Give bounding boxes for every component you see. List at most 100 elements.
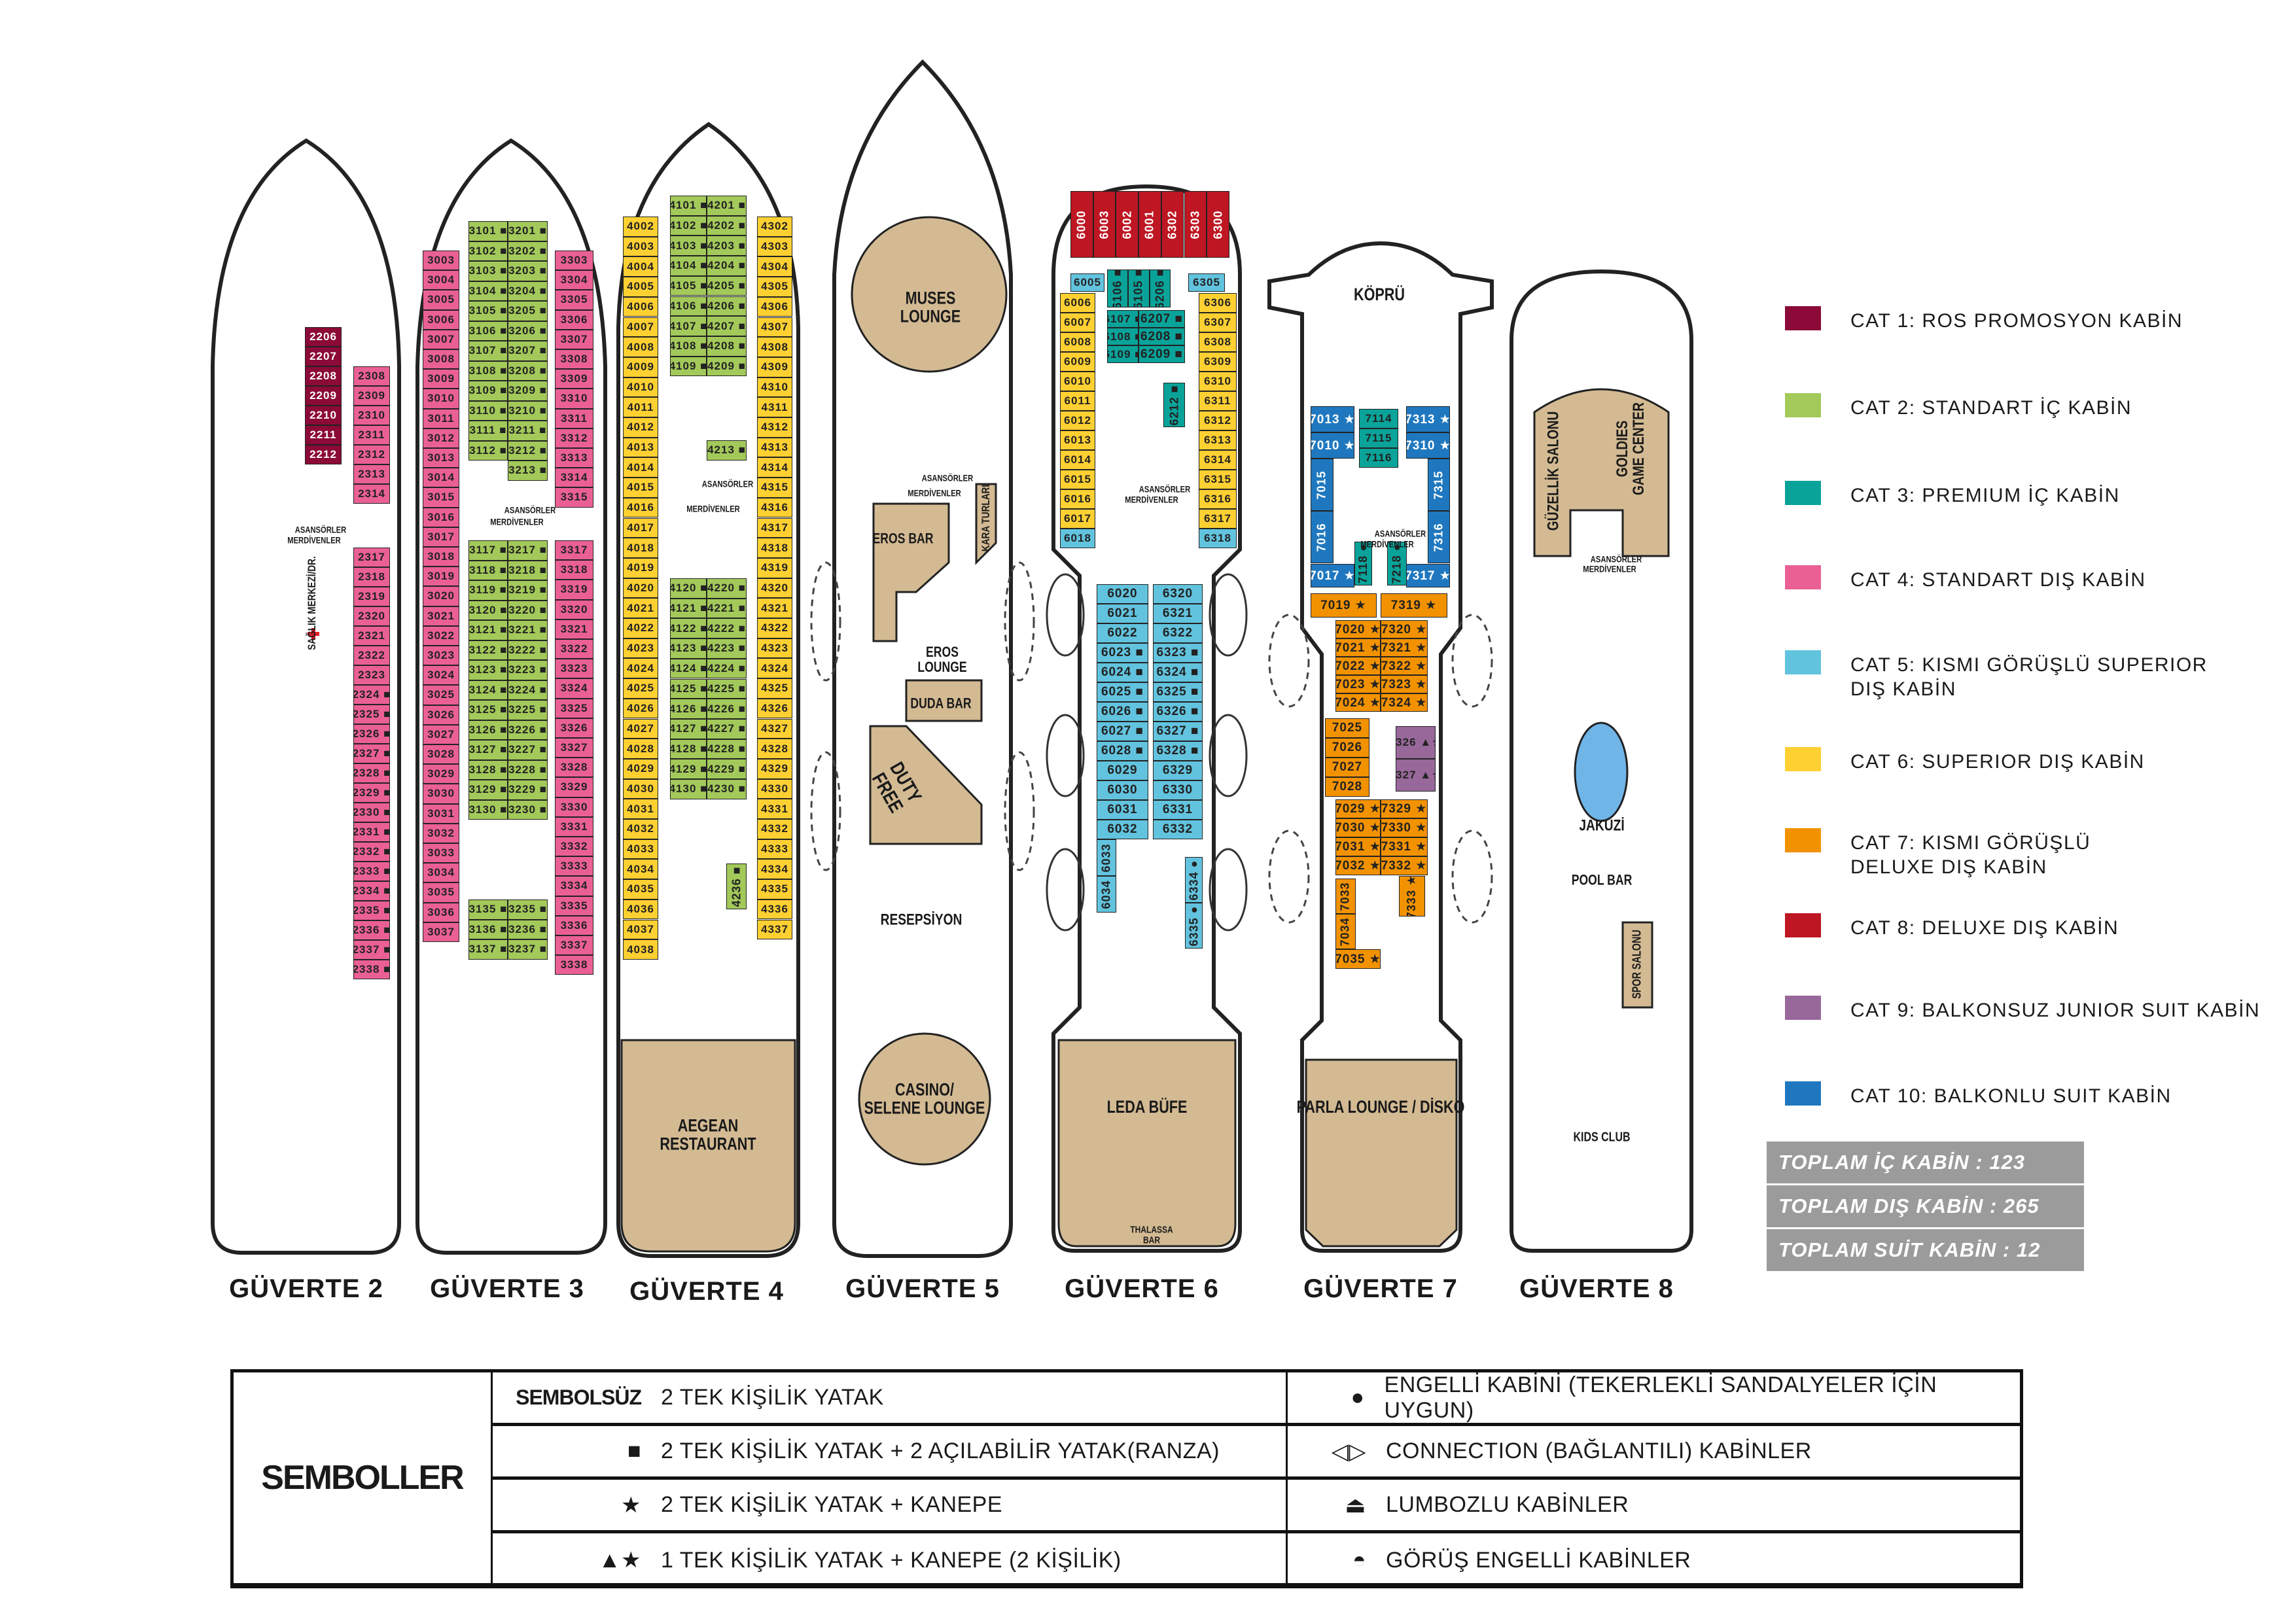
cabin-4026[interactable]: 4026	[623, 698, 658, 719]
cabin-6329[interactable]: 6329	[1153, 761, 1203, 780]
cabin-3135[interactable]: 3135 ■	[468, 899, 508, 920]
cabin-6212[interactable]: 6212 ■	[1163, 383, 1185, 427]
cabin-3010[interactable]: 3010	[423, 389, 459, 409]
cabin-4004[interactable]: 4004	[623, 256, 658, 277]
cabin-3320[interactable]: 3320	[555, 599, 593, 620]
cabin-3332[interactable]: 3332	[555, 837, 593, 857]
cabin-7023[interactable]: 7023 ★	[1335, 675, 1381, 693]
cabin-3309[interactable]: 3309	[555, 369, 593, 389]
cabin-3314[interactable]: 3314	[555, 468, 593, 488]
cabin-3037[interactable]: 3037	[423, 922, 459, 942]
cabin-4017[interactable]: 4017	[623, 517, 658, 538]
cabin-4030[interactable]: 4030	[623, 778, 658, 799]
cabin-3015[interactable]: 3015	[423, 487, 459, 508]
cabin-4222[interactable]: 4222 ■	[707, 618, 747, 639]
cabin-4009[interactable]: 4009	[623, 357, 658, 377]
cabin-3017[interactable]: 3017	[423, 527, 459, 547]
cabin-4213[interactable]: 4213 ■	[707, 440, 747, 461]
cabin-3106[interactable]: 3106 ■	[468, 321, 508, 341]
cabin-3217[interactable]: 3217 ■	[508, 540, 548, 561]
cabin-7323[interactable]: 7323 ★	[1381, 675, 1428, 693]
cabin-3304[interactable]: 3304	[555, 270, 593, 290]
cabin-7025[interactable]: 7025	[1325, 718, 1369, 738]
cabin-4226[interactable]: 4226 ■	[707, 699, 747, 719]
cabin-3027[interactable]: 3027	[423, 724, 459, 744]
cabin-6300[interactable]: 6300	[1207, 191, 1229, 258]
cabin-3108[interactable]: 3108 ■	[468, 360, 508, 381]
cabin-3127[interactable]: 3127 ■	[468, 740, 508, 760]
cabin-4125[interactable]: 4125 ■	[670, 678, 707, 699]
cabin-4101[interactable]: 4101 ■	[670, 196, 707, 216]
cabin-6023[interactable]: 6023 ■	[1097, 643, 1148, 663]
cabin-3101[interactable]: 3101 ■	[468, 221, 508, 241]
cabin-6032[interactable]: 6032	[1097, 820, 1148, 839]
cabin-3228[interactable]: 3228 ■	[508, 759, 548, 780]
cabin-4229[interactable]: 4229 ■	[707, 759, 747, 779]
cabin-7019[interactable]: 7019 ★	[1311, 593, 1377, 618]
cabin-6109[interactable]: 6109 ■	[1107, 345, 1139, 363]
cabin-4206[interactable]: 4206 ■	[707, 296, 747, 317]
cabin-6316[interactable]: 6316	[1199, 489, 1237, 509]
cabin-3222[interactable]: 3222 ■	[508, 640, 548, 660]
cabin-2317[interactable]: 2317	[353, 548, 390, 567]
cabin-4123[interactable]: 4123 ■	[670, 638, 707, 659]
cabin-6330[interactable]: 6330	[1153, 780, 1203, 800]
cabin-2311[interactable]: 2311	[353, 425, 390, 445]
cabin-3212[interactable]: 3212 ■	[508, 440, 548, 461]
cabin-3210[interactable]: 3210 ■	[508, 400, 548, 421]
cabin-4011[interactable]: 4011	[623, 397, 658, 417]
cabin-4028[interactable]: 4028	[623, 739, 658, 759]
cabin-6003[interactable]: 6003	[1093, 191, 1116, 258]
cabin-6108[interactable]: 6108 ■	[1107, 328, 1139, 345]
cabin-6017[interactable]: 6017	[1060, 509, 1095, 529]
cabin-3128[interactable]: 3128 ■	[468, 759, 508, 780]
cabin-3209[interactable]: 3209 ■	[508, 381, 548, 401]
cabin-4014[interactable]: 4014	[623, 457, 658, 478]
cabin-6022[interactable]: 6022	[1097, 623, 1148, 643]
cabin-4126[interactable]: 4126 ■	[670, 699, 707, 719]
cabin-3124[interactable]: 3124 ■	[468, 680, 508, 700]
cabin-4313[interactable]: 4313	[757, 437, 792, 458]
cabin-4311[interactable]: 4311	[757, 397, 792, 417]
cabin-4035[interactable]: 4035	[623, 879, 658, 899]
cabin-3020[interactable]: 3020	[423, 586, 459, 606]
cabin-6325[interactable]: 6325 ■	[1153, 682, 1203, 702]
cabin-4333[interactable]: 4333	[757, 839, 792, 860]
cabin-6020[interactable]: 6020	[1097, 584, 1148, 604]
cabin-7310[interactable]: 7310 ★	[1406, 432, 1450, 459]
cabin-4326[interactable]: 4326	[757, 698, 792, 719]
cabin-3204[interactable]: 3204 ■	[508, 281, 548, 301]
cabin-3310[interactable]: 3310	[555, 389, 593, 409]
cabin-4201[interactable]: 4201 ■	[707, 196, 747, 216]
cabin-6013[interactable]: 6013	[1060, 430, 1095, 450]
cabin-4120[interactable]: 4120 ■	[670, 578, 707, 599]
cabin-4024[interactable]: 4024	[623, 658, 658, 679]
cabin-4223[interactable]: 4223 ■	[707, 638, 747, 659]
cabin-4202[interactable]: 4202 ■	[707, 215, 747, 236]
cabin-2330[interactable]: 2330 ■	[353, 803, 390, 822]
cabin-3211[interactable]: 3211 ■	[508, 421, 548, 441]
cabin-7320[interactable]: 7320 ★	[1381, 620, 1428, 638]
cabin-3107[interactable]: 3107 ■	[468, 341, 508, 361]
cabin-2206[interactable]: 2206	[305, 327, 342, 347]
cabin-4208[interactable]: 4208 ■	[707, 336, 747, 357]
cabin-4228[interactable]: 4228 ■	[707, 739, 747, 759]
cabin-7115[interactable]: 7115	[1359, 428, 1398, 448]
cabin-4102[interactable]: 4102 ■	[670, 215, 707, 236]
cabin-4320[interactable]: 4320	[757, 578, 792, 599]
cabin-3221[interactable]: 3221 ■	[508, 620, 548, 640]
cabin-3019[interactable]: 3019	[423, 567, 459, 587]
cabin-6315[interactable]: 6315	[1199, 470, 1237, 489]
cabin-6002[interactable]: 6002	[1116, 191, 1139, 258]
cabin-3333[interactable]: 3333	[555, 856, 593, 877]
cabin-3327[interactable]: 3327	[555, 738, 593, 758]
cabin-7026[interactable]: 7026	[1325, 738, 1369, 758]
cabin-2329[interactable]: 2329 ■	[353, 783, 390, 803]
cabin-4129[interactable]: 4129 ■	[670, 759, 707, 779]
cabin-7218[interactable]: 7218 ●	[1387, 542, 1407, 585]
cabin-6027[interactable]: 6027 ■	[1097, 722, 1148, 741]
cabin-2312[interactable]: 2312	[353, 445, 390, 464]
cabin-6321[interactable]: 6321	[1153, 604, 1203, 623]
cabin-4037[interactable]: 4037	[623, 919, 658, 940]
cabin-4022[interactable]: 4022	[623, 618, 658, 638]
